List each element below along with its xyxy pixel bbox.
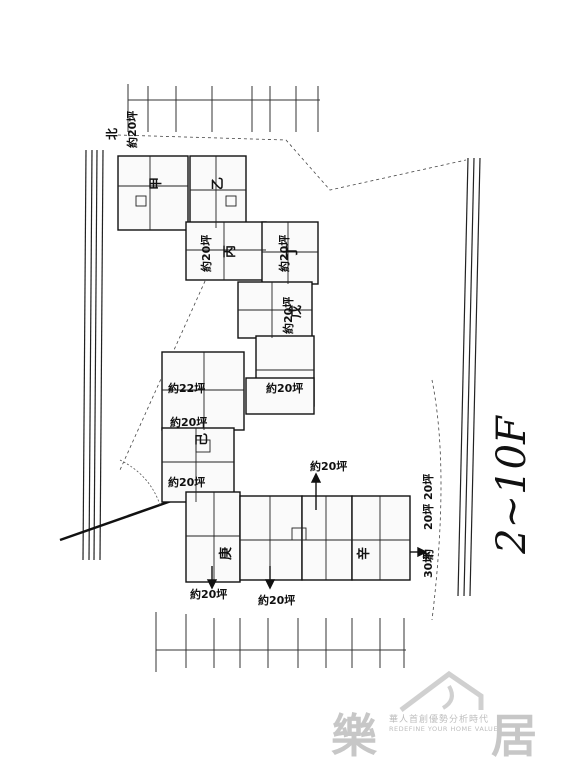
diagonal-line xyxy=(59,498,175,542)
right-mark-2: 約 xyxy=(421,549,435,560)
arrows xyxy=(206,472,428,590)
right-mark-1: 20坪 xyxy=(422,474,435,500)
watermark-slogan-en: REDEFINE YOUR HOME VALUE xyxy=(389,725,498,733)
watermark-char-left: 樂 xyxy=(331,709,377,763)
room-partitions xyxy=(118,156,410,582)
top-dimension-ticks xyxy=(127,84,320,132)
unit-label-2: 乙 xyxy=(211,177,226,190)
area-label-10: 約20坪 xyxy=(281,297,295,334)
area-label-9: 約20坪 xyxy=(277,235,291,272)
unit-label-6: 己 xyxy=(195,433,210,446)
unit-label-8: 辛 xyxy=(356,547,372,560)
north-label: 北 xyxy=(104,128,119,140)
right-boundary-lines xyxy=(457,157,481,597)
unit-label-5: 戊 xyxy=(288,305,304,319)
area-label-8: 約20坪 xyxy=(199,235,213,272)
left-boundary-lines xyxy=(82,149,104,561)
unit-label-4: 丁 xyxy=(285,245,300,258)
side-label-1: 20坪 xyxy=(422,504,435,530)
area-label-7: 約20坪 xyxy=(258,593,295,607)
area-label-2: 約20坪 xyxy=(266,381,303,395)
area-label-5: 約20坪 xyxy=(310,459,347,473)
area-label-4: 約20坪 xyxy=(168,475,205,489)
area-label-11: 約20坪 xyxy=(125,111,139,148)
unit-label-3: 丙 xyxy=(223,245,238,258)
house-outline-icon xyxy=(399,670,484,712)
bottom-dimension-ticks xyxy=(155,612,406,672)
area-label-6: 約20坪 xyxy=(190,587,227,601)
side-label-2: 30坪 xyxy=(422,552,435,578)
area-label-1: 約22坪 xyxy=(168,381,205,395)
unit-label-1: 甲 xyxy=(149,177,164,190)
building-blocks xyxy=(117,155,411,583)
unit-label-7: 庚 xyxy=(218,547,234,560)
watermark-slogan-cn: 華人首創優勢分析時代 xyxy=(389,715,490,725)
area-labels: 約22坪 約20坪 約20坪 約20坪 約20坪 約20坪 約20坪 約20坪 … xyxy=(125,111,347,607)
area-label-3: 約20坪 xyxy=(170,415,207,429)
right-side-labels: 20坪 30坪 20坪 約 xyxy=(421,474,435,578)
watermark-logo: 樂 居 華人首創優勢分析時代 REDEFINE YOUR HOME VALUE xyxy=(331,662,541,763)
unit-labels: 甲 乙 丙 丁 戊 己 庚 辛 xyxy=(149,177,372,560)
floor-range-label: 2~10F xyxy=(489,416,535,554)
watermark-char-right: 居 xyxy=(491,709,537,763)
